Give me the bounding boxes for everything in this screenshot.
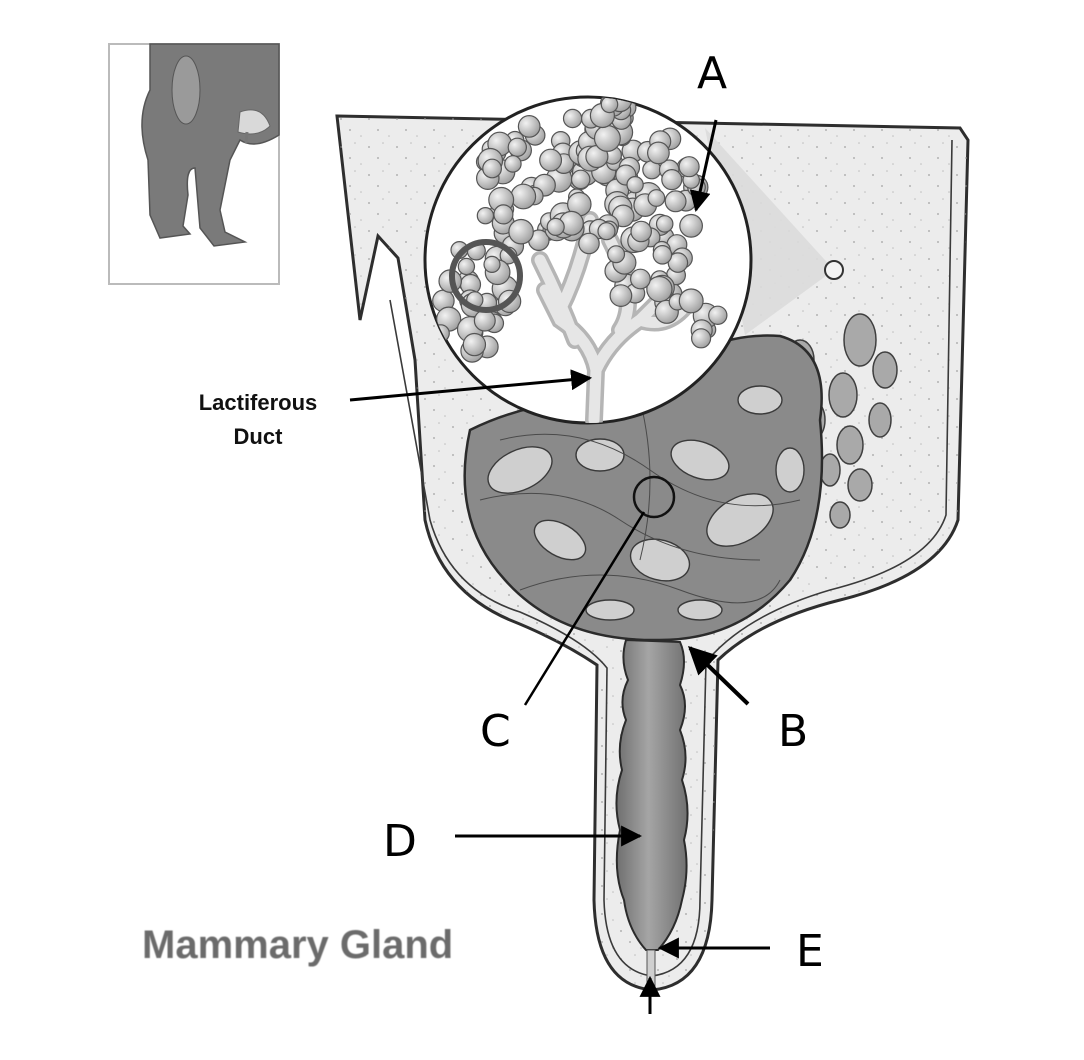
- lactiferous-duct-label-line2: Duct: [234, 424, 284, 449]
- alveoli-magnification: [423, 95, 753, 425]
- label-a: A: [697, 48, 727, 99]
- alveolus: [600, 97, 619, 114]
- label-e: E: [796, 926, 824, 977]
- alveolus: [578, 232, 600, 255]
- alveolus: [504, 155, 522, 173]
- teat-cistern: [615, 638, 689, 951]
- alveolus: [647, 141, 670, 165]
- alveolus: [493, 204, 514, 225]
- alveolus: [690, 328, 712, 349]
- alveolus: [508, 218, 534, 245]
- alveolus: [457, 257, 476, 276]
- alveolus: [664, 190, 687, 213]
- alveolus: [593, 124, 621, 152]
- alveolus: [661, 169, 683, 191]
- leader-c: [523, 511, 646, 706]
- alveolus: [678, 288, 704, 314]
- diagram-caption: Mammary Gland: [142, 923, 453, 967]
- alveolus: [630, 220, 652, 243]
- alveolus: [517, 114, 541, 138]
- alveolus: [652, 245, 673, 265]
- alveolus: [708, 305, 728, 325]
- arrow-a: [689, 119, 718, 213]
- arrow-b: [687, 646, 750, 706]
- alveolus: [597, 222, 616, 241]
- alveolus: [473, 309, 496, 332]
- alveolus: [679, 213, 703, 238]
- alveolus: [647, 189, 666, 207]
- arrow-lactiferous-duct: [349, 369, 593, 402]
- alveolus-locator-dot: [824, 260, 844, 280]
- alveolus: [483, 255, 501, 273]
- alveolus: [630, 268, 651, 290]
- alveolus: [510, 183, 537, 210]
- alveolus: [482, 158, 503, 179]
- label-d: D: [383, 816, 417, 867]
- cistern-detail-circle: [632, 475, 676, 519]
- alveolus: [476, 206, 495, 225]
- alveolus: [507, 137, 527, 157]
- highlighted-alveolus: [449, 239, 523, 313]
- label-b: B: [778, 706, 808, 757]
- alveolus: [570, 169, 591, 190]
- alveolus: [646, 275, 673, 303]
- alveolus: [607, 245, 626, 264]
- alveolus: [546, 217, 565, 236]
- alveolus: [655, 215, 674, 233]
- alveolus: [626, 175, 644, 194]
- alveolus: [562, 108, 583, 129]
- lactiferous-duct-label-line1: Lactiferous: [199, 390, 318, 415]
- cow-inset-thumbnail: [108, 43, 280, 285]
- alveolus: [678, 156, 700, 178]
- alveolus: [609, 284, 633, 308]
- label-c: C: [480, 706, 511, 757]
- alveolus: [462, 332, 487, 357]
- alveolus: [539, 148, 563, 172]
